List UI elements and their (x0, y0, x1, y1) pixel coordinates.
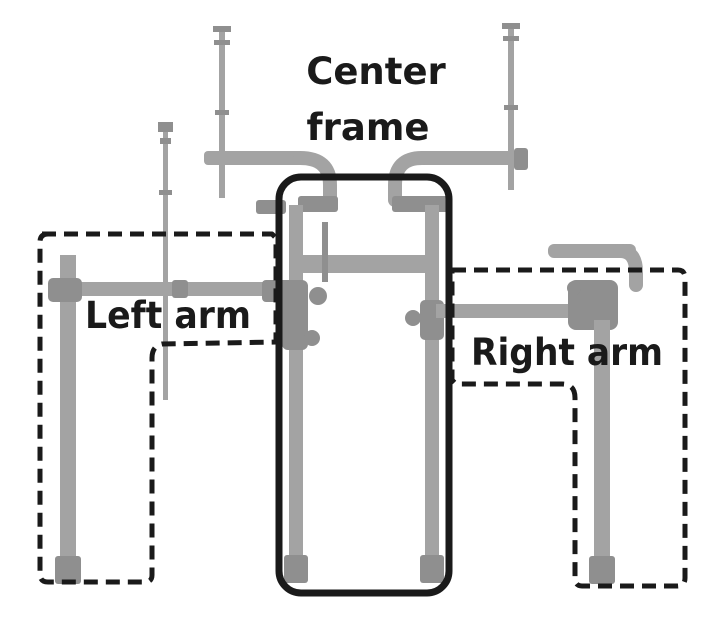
center-frame-label-line1: Center (306, 50, 446, 93)
center-frame-pipes (282, 205, 444, 583)
labels: Center frame Left arm Right arm (85, 50, 663, 374)
left-thin-rod (158, 122, 173, 400)
left-arm-pipes (48, 255, 292, 584)
center-frame-box (275, 173, 453, 597)
left-arm-box (37, 231, 279, 585)
left-top-rod (213, 26, 231, 198)
rack-illustration (48, 23, 643, 584)
top-bars (204, 148, 528, 214)
center-frame-label-line2: frame (307, 106, 430, 149)
right-arm-label: Right arm (471, 331, 663, 374)
right-top-rod (502, 23, 520, 190)
left-arm-label: Left arm (85, 294, 251, 337)
outline-boxes (37, 173, 688, 597)
right-arm-box (449, 267, 688, 589)
right-arm-pipes (436, 244, 643, 584)
